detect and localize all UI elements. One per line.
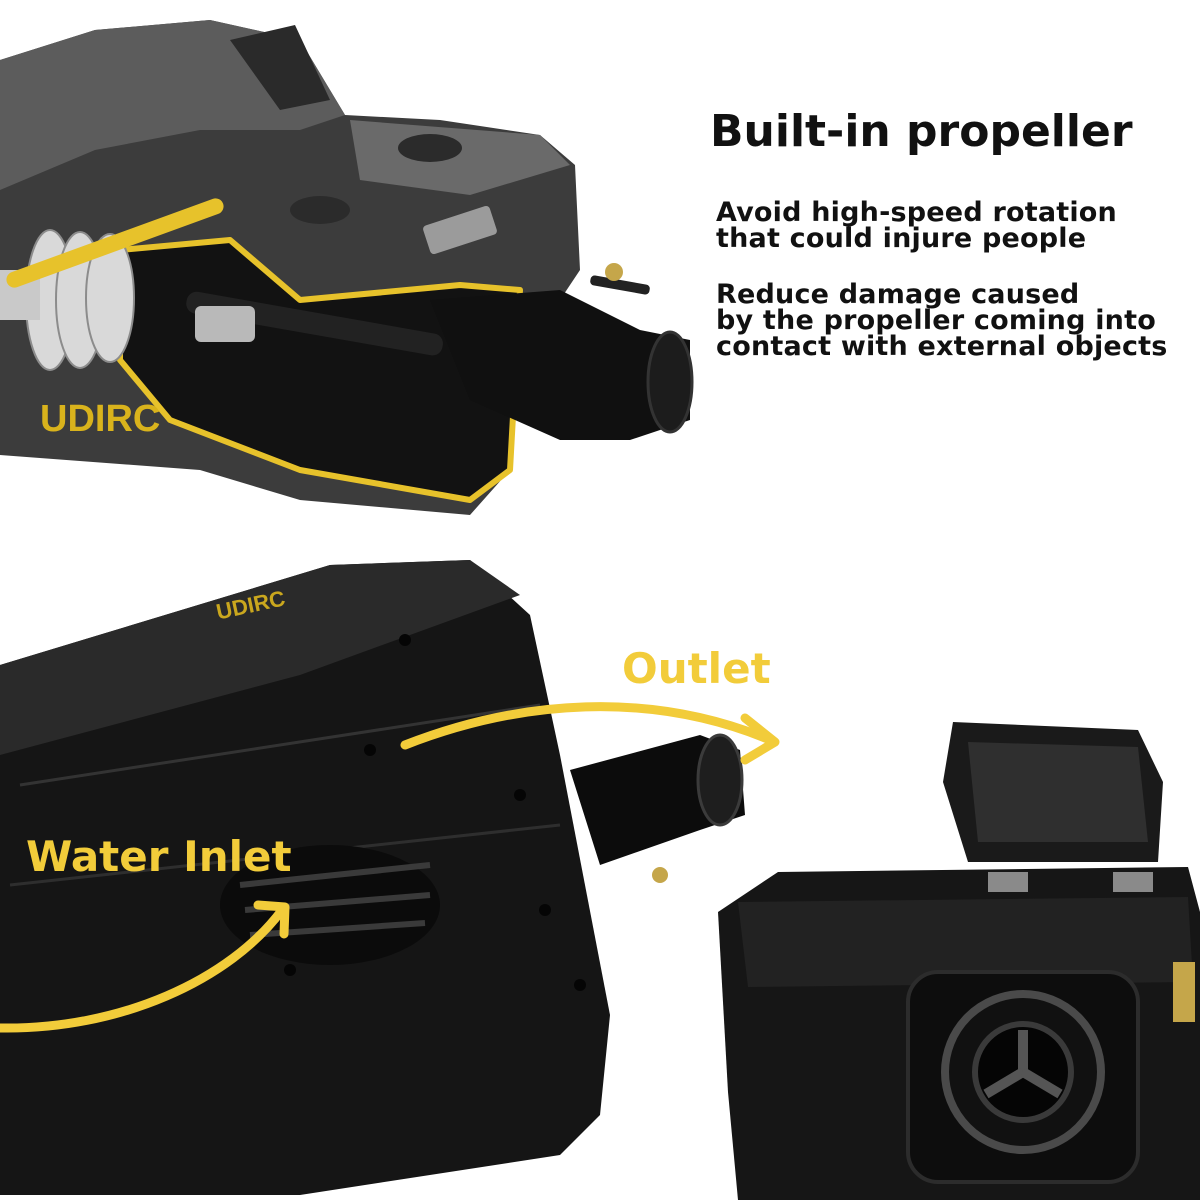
feature-line: Reduce damage caused	[716, 279, 1080, 310]
inlet-arrow-icon	[0, 900, 290, 1033]
feature-text-durability: Reduce damage caused by the propeller co…	[716, 279, 1192, 362]
feature-line: contact with external objects	[716, 331, 1168, 362]
propeller-cutaway-image	[0, 0, 720, 540]
page-title: Built-in propeller	[710, 106, 1133, 157]
outlet-label: Outlet	[622, 644, 771, 693]
udirc-logo: UDIRC	[40, 398, 161, 440]
feature-text-safety: Avoid high-speed rotation that could inj…	[716, 197, 1192, 254]
outlet-arrow-icon	[400, 702, 780, 765]
water-inlet-label: Water Inlet	[26, 832, 292, 881]
feature-line: by the propeller coming into	[716, 305, 1156, 336]
feature-line: Avoid high-speed rotation	[716, 197, 1117, 228]
rear-view-image	[718, 712, 1200, 1200]
hull-underside-image	[0, 555, 760, 1200]
feature-line: that could injure people	[716, 223, 1087, 254]
